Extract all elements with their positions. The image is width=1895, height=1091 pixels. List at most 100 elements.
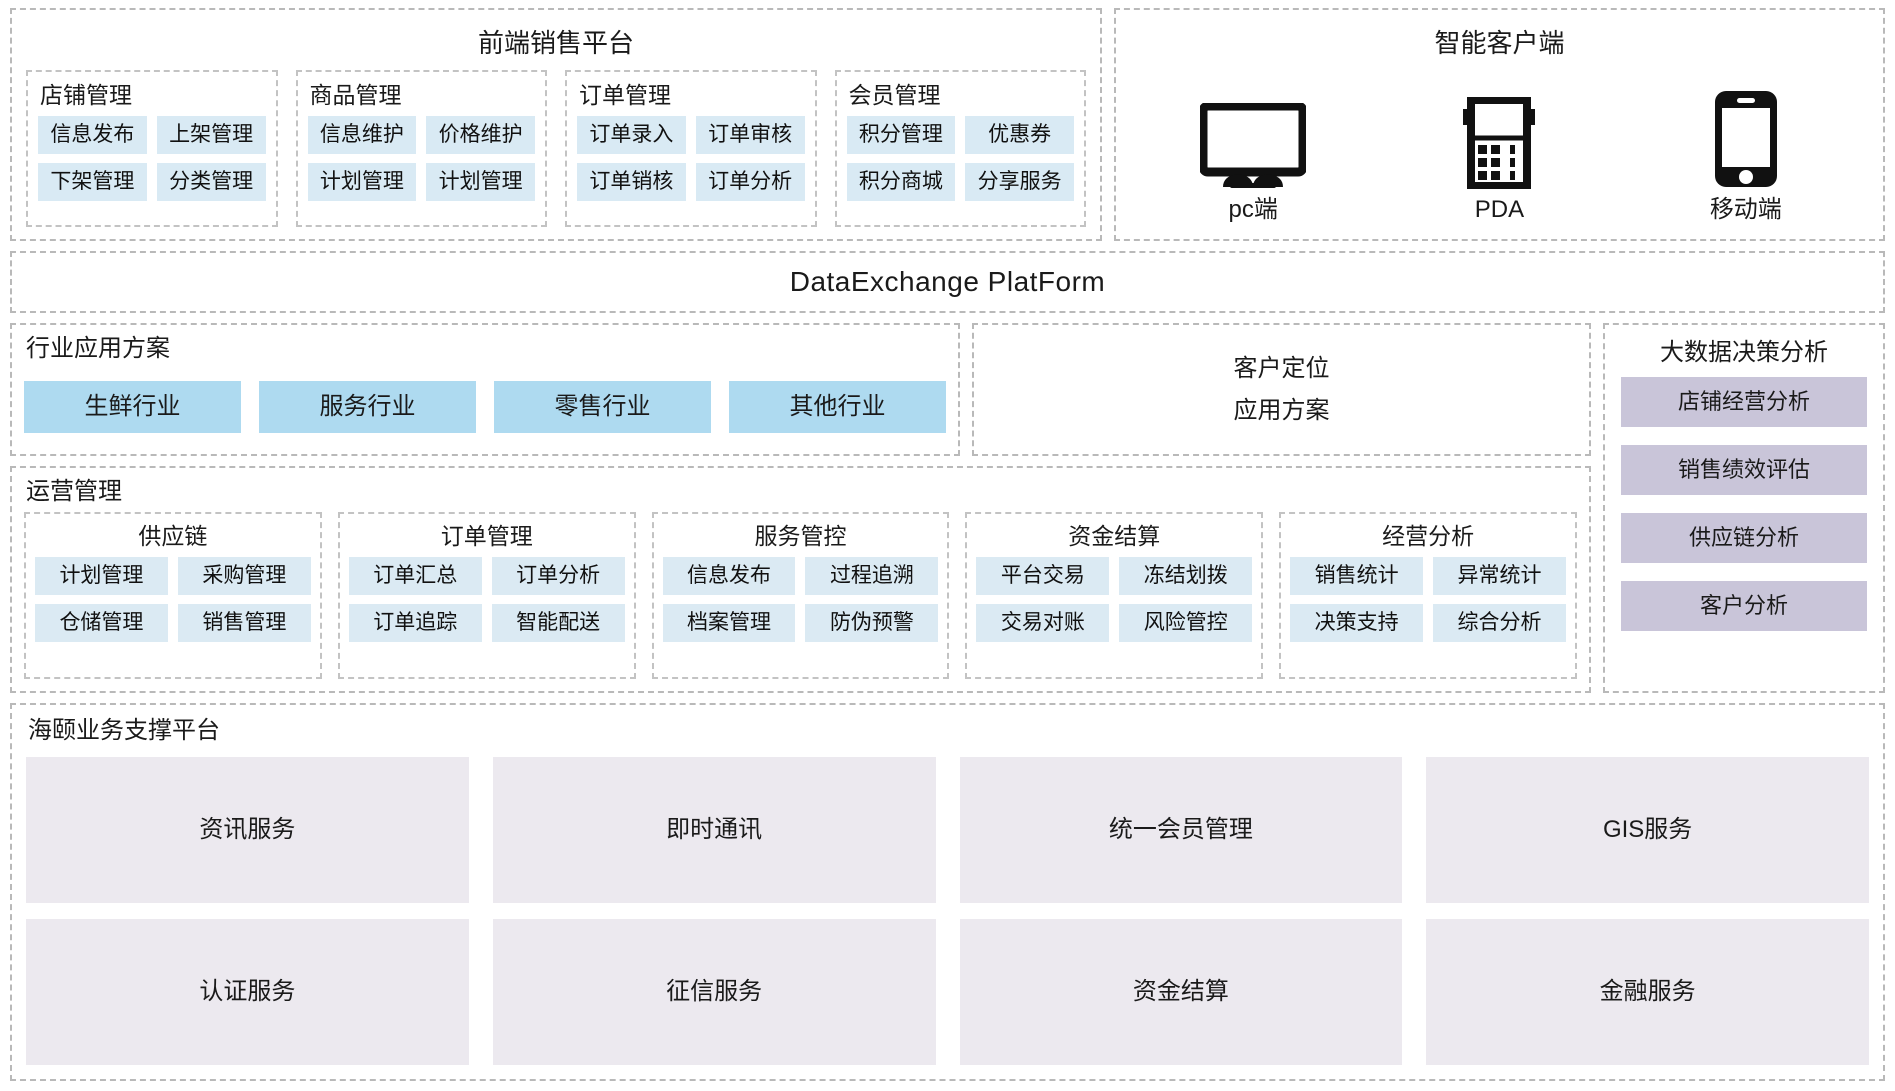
tile-unified-member-management[interactable]: 统一会员管理 [959, 757, 1403, 903]
tile-sales-management[interactable]: 销售管理 [177, 604, 311, 642]
tile-order-entry[interactable]: 订单录入 [577, 116, 686, 154]
tile-fresh-industry[interactable]: 生鲜行业 [24, 380, 241, 433]
mobile-phone-icon [1713, 89, 1779, 189]
group-store-management-tiles: 信息发布 上架管理 下架管理 分类管理 [38, 116, 266, 201]
tile-purchase-management[interactable]: 采购管理 [177, 557, 311, 595]
tile-credit-service[interactable]: 征信服务 [492, 919, 936, 1065]
bigdata-decision-analysis-panel: 大数据决策分析 店铺经营分析 销售绩效评估 供应链分析 客户分析 [1603, 323, 1885, 693]
tile-order-analysis[interactable]: 订单分析 [695, 163, 805, 201]
tile-other-industry[interactable]: 其他行业 [729, 380, 946, 433]
industry-tiles: 生鲜行业 服务行业 零售行业 其他行业 [24, 369, 946, 444]
tile-order-tracking[interactable]: 订单追踪 [348, 604, 482, 642]
ops-group-order-management-tiles: 订单汇总 订单分析 订单追踪 智能配送 [348, 557, 625, 642]
tile-plan-management[interactable]: 计划管理 [35, 557, 168, 595]
ops-group-fund-settlement-tiles: 平台交易 冻结划拨 交易对账 风险管控 [976, 557, 1253, 642]
tile-plan-management-a[interactable]: 计划管理 [307, 163, 417, 201]
tile-exception-statistics[interactable]: 异常统计 [1433, 557, 1566, 595]
top-row: 前端销售平台 店铺管理 信息发布 上架管理 下架管理 分类管理 商品管理 信息维… [10, 8, 1885, 241]
middle-row: 行业应用方案 生鲜行业 服务行业 零售行业 其他行业 客户定位 应用方案 运营管… [10, 323, 1885, 693]
bigdata-decision-analysis-title: 大数据决策分析 [1660, 339, 1828, 366]
group-product-management-label: 商品管理 [309, 82, 402, 108]
tile-order-analysis-ops[interactable]: 订单分析 [491, 557, 625, 595]
tile-anti-counterfeit-alert[interactable]: 防伪预警 [805, 604, 939, 642]
tile-decision-support[interactable]: 决策支持 [1290, 604, 1424, 642]
tile-supply-chain-analysis[interactable]: 供应链分析 [1621, 513, 1867, 563]
tile-retail-industry[interactable]: 零售行业 [494, 380, 711, 433]
desktop-monitor-icon [1200, 103, 1307, 189]
tile-points-management[interactable]: 积分管理 [846, 116, 956, 154]
group-store-management-label: 店铺管理 [40, 82, 132, 108]
tile-instant-messaging[interactable]: 即时通讯 [492, 757, 936, 903]
tile-store-operation-analysis[interactable]: 店铺经营分析 [1621, 377, 1867, 427]
group-order-management: 订单管理 订单录入 订单审核 订单销核 订单分析 [565, 70, 817, 227]
tile-price-maintenance[interactable]: 价格维护 [426, 116, 535, 154]
tile-freeze-transfer[interactable]: 冻结划拨 [1119, 557, 1253, 595]
middle-left-column: 行业应用方案 生鲜行业 服务行业 零售行业 其他行业 客户定位 应用方案 运营管… [10, 323, 1591, 693]
tile-transaction-reconciliation[interactable]: 交易对账 [976, 604, 1110, 642]
tile-category-management[interactable]: 分类管理 [156, 163, 266, 201]
group-order-management-tiles: 订单录入 订单审核 订单销核 订单分析 [577, 116, 805, 201]
client-pc-label: pc端 [1228, 196, 1278, 223]
tile-risk-control[interactable]: 风险管控 [1119, 604, 1253, 642]
tile-listing-management[interactable]: 上架管理 [156, 116, 266, 154]
tile-order-verification[interactable]: 订单销核 [577, 163, 686, 201]
ops-group-order-management: 订单管理 订单汇总 订单分析 订单追踪 智能配送 [337, 512, 636, 679]
tile-plan-management-b[interactable]: 计划管理 [426, 163, 535, 201]
tile-platform-transaction[interactable]: 平台交易 [976, 557, 1110, 595]
tile-gis-service[interactable]: GIS服务 [1426, 757, 1869, 903]
ops-group-order-management-label: 订单管理 [440, 523, 533, 549]
tile-financial-service[interactable]: 金融服务 [1426, 919, 1869, 1065]
tile-service-industry[interactable]: 服务行业 [259, 380, 476, 433]
tile-customer-analysis[interactable]: 客户分析 [1621, 581, 1867, 631]
support-tiles: 资讯服务 即时通讯 统一会员管理 GIS服务 认证服务 征信服务 资金结算 金融… [26, 751, 1869, 1065]
business-support-platform-title: 海颐业务支撑平台 [28, 717, 220, 744]
tile-archive-management[interactable]: 档案管理 [662, 604, 796, 642]
smart-client-panel: 智能客户端 pc端 [1114, 8, 1885, 241]
tile-information-service[interactable]: 资讯服务 [26, 757, 469, 903]
ops-group-fund-settlement-label: 资金结算 [1068, 523, 1161, 549]
operations-group-row: 供应链 计划管理 采购管理 仓储管理 销售管理 订单管理 订单汇总 订单分析 [24, 512, 1577, 679]
industry-and-positioning-row: 行业应用方案 生鲜行业 服务行业 零售行业 其他行业 客户定位 应用方案 [10, 323, 1591, 456]
client-mobile[interactable]: 移动端 [1671, 89, 1821, 225]
tile-points-mall[interactable]: 积分商城 [846, 163, 956, 201]
group-product-management: 商品管理 信息维护 价格维护 计划管理 计划管理 [295, 70, 547, 227]
frontend-sales-platform-panel: 前端销售平台 店铺管理 信息发布 上架管理 下架管理 分类管理 商品管理 信息维… [10, 8, 1102, 241]
tile-process-traceability[interactable]: 过程追溯 [805, 557, 939, 595]
group-member-management: 会员管理 积分管理 优惠券 积分商城 分享服务 [834, 70, 1086, 227]
operations-management-panel: 运营管理 供应链 计划管理 采购管理 仓储管理 销售管理 订单管理 [10, 466, 1591, 693]
tile-order-summary[interactable]: 订单汇总 [348, 557, 482, 595]
industry-solutions-panel: 行业应用方案 生鲜行业 服务行业 零售行业 其他行业 [10, 323, 960, 456]
tile-info-maintenance[interactable]: 信息维护 [307, 116, 417, 154]
tile-order-review[interactable]: 订单审核 [695, 116, 805, 154]
bigdata-tiles: 店铺经营分析 销售绩效评估 供应链分析 客户分析 [1621, 377, 1867, 681]
frontend-group-row: 店铺管理 信息发布 上架管理 下架管理 分类管理 商品管理 信息维护 价格维护 … [26, 70, 1086, 227]
tile-sales-performance-evaluation[interactable]: 销售绩效评估 [1621, 445, 1867, 495]
tile-sales-statistics[interactable]: 销售统计 [1290, 557, 1424, 595]
tile-share-service[interactable]: 分享服务 [965, 163, 1074, 201]
client-pc[interactable]: pc端 [1178, 103, 1328, 225]
tile-info-publish[interactable]: 信息发布 [38, 116, 147, 154]
pda-device-icon [1458, 97, 1540, 189]
tile-warehouse-management[interactable]: 仓储管理 [35, 604, 168, 642]
ops-group-business-analysis: 经营分析 销售统计 异常统计 决策支持 综合分析 [1279, 512, 1577, 679]
smart-client-title: 智能客户端 [1434, 28, 1565, 58]
client-pda[interactable]: PDA [1424, 97, 1574, 225]
ops-group-service-control-tiles: 信息发布 过程追溯 档案管理 防伪预警 [662, 557, 939, 642]
data-exchange-platform-title: DataExchange PlatForm [789, 266, 1106, 297]
ops-group-service-control: 服务管控 信息发布 过程追溯 档案管理 防伪预警 [651, 512, 950, 679]
operations-management-title: 运营管理 [26, 478, 122, 505]
tile-delisting-management[interactable]: 下架管理 [38, 163, 147, 201]
group-member-management-tiles: 积分管理 优惠券 积分商城 分享服务 [846, 116, 1074, 201]
group-order-management-label: 订单管理 [579, 82, 671, 108]
ops-group-fund-settlement: 资金结算 平台交易 冻结划拨 交易对账 风险管控 [965, 512, 1264, 679]
tile-authentication-service[interactable]: 认证服务 [26, 919, 469, 1065]
tile-fund-settlement-support[interactable]: 资金结算 [959, 919, 1403, 1065]
tile-smart-delivery[interactable]: 智能配送 [491, 604, 625, 642]
tile-info-publish-ops[interactable]: 信息发布 [662, 557, 796, 595]
tile-comprehensive-analysis[interactable]: 综合分析 [1433, 604, 1566, 642]
tile-coupon[interactable]: 优惠券 [965, 116, 1074, 154]
group-member-management-label: 会员管理 [848, 82, 941, 108]
ops-group-supply-chain-tiles: 计划管理 采购管理 仓储管理 销售管理 [35, 557, 311, 642]
client-mobile-label: 移动端 [1709, 196, 1782, 223]
